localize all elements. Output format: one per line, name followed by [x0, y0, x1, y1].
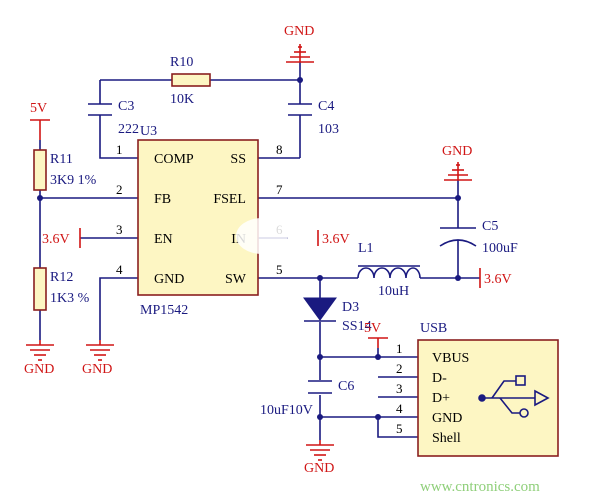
u3-pin2-num: 2 — [116, 182, 123, 197]
usb-pin1-num: 1 — [396, 341, 403, 356]
gnd-symbol-r12: GND — [24, 340, 54, 377]
usb-pin1-name: VBUS — [432, 351, 469, 366]
usb-pin4-name: GND — [432, 411, 462, 426]
u3-pin8-num: 8 — [276, 142, 283, 157]
gnd-label-top: GND — [284, 24, 314, 39]
gnd-symbol-c6: GND — [304, 440, 334, 476]
power-5v-r11: 5V — [30, 101, 50, 140]
u3-pin7-name: FSEL — [213, 192, 246, 207]
junction-dots — [37, 77, 461, 420]
diode-d3: D3 SS14 — [303, 297, 372, 334]
v36-out-label: 3.6V — [484, 272, 512, 287]
capacitor-c5: C5 100uF — [439, 219, 518, 256]
glare-overlay — [236, 218, 288, 254]
resistor-r10: R10 10K — [170, 55, 211, 107]
u3-part: MP1542 — [140, 303, 188, 318]
u3-pin2-name: FB — [154, 192, 171, 207]
gnd-symbol-c5: GND — [442, 144, 472, 181]
usb-logo-icon — [478, 375, 550, 418]
u3-pin4-name: GND — [154, 272, 184, 287]
usb-pin5-num: 5 — [396, 421, 403, 436]
gnd-label-u3: GND — [82, 362, 112, 377]
u3-pin7-num: 7 — [276, 182, 283, 197]
l1-ref: L1 — [358, 241, 374, 256]
v5-usb-label: 5V — [364, 321, 381, 336]
u3-pin3-num: 3 — [116, 222, 123, 237]
c5-value: 100uF — [482, 241, 518, 256]
u3-pin4-num: 4 — [116, 262, 123, 277]
power-5v-usb: 5V — [364, 321, 388, 348]
inductor-l1: L1 10uH — [357, 241, 421, 299]
u3-pin5-num: 5 — [276, 262, 283, 277]
r12-ref: R12 — [50, 270, 73, 285]
watermark-text: www.cntronics.com — [420, 479, 540, 495]
power-36v-out: 3.6V — [479, 268, 512, 288]
capacitor-c3: C3 222 — [88, 99, 139, 137]
resistor-r12: R12 1K3 % — [33, 267, 90, 311]
u3-pin5-name: SW — [225, 272, 247, 287]
power-36v-en: 3.6V — [42, 228, 81, 248]
r11-value: 3K9 1% — [50, 173, 97, 188]
v5-label: 5V — [30, 101, 47, 116]
power-36v-in: 3.6V — [317, 230, 350, 247]
u3-pin8-name: SS — [230, 152, 246, 167]
capacitor-c4: C4 103 — [288, 99, 339, 137]
d3-value: SS14 — [342, 319, 372, 334]
ic-u3: U3 MP1542 1 2 3 4 COMP FB EN GND 8 7 6 5… — [116, 124, 283, 318]
u3-ref: U3 — [140, 124, 157, 139]
c3-ref: C3 — [118, 99, 134, 114]
gnd-symbol-u3: GND — [82, 340, 114, 377]
c6-ref: C6 — [338, 379, 354, 394]
usb-pin2-name: D- — [432, 371, 447, 386]
c3-value: 222 — [118, 122, 139, 137]
gnd-label-c5: GND — [442, 144, 472, 159]
c4-ref: C4 — [318, 99, 334, 114]
c5-ref: C5 — [482, 219, 498, 234]
gnd-label-c6: GND — [304, 461, 334, 476]
u3-pin1-num: 1 — [116, 142, 123, 157]
gnd-symbol-top: GND — [284, 24, 314, 63]
usb-pin3-num: 3 — [396, 381, 403, 396]
r10-value: 10K — [170, 92, 194, 107]
usb-ref: USB — [420, 321, 447, 336]
l1-value: 10uH — [378, 284, 409, 299]
capacitor-c6: C6 10uF10V — [260, 379, 354, 418]
r12-value: 1K3 % — [50, 291, 90, 306]
r10-ref: R10 — [170, 55, 193, 70]
usb-pin4-num: 4 — [396, 401, 403, 416]
c6-value: 10uF10V — [260, 403, 313, 418]
r11-ref: R11 — [50, 152, 73, 167]
usb-pin3-name: D+ — [432, 391, 450, 406]
resistor-r11: R11 3K9 1% — [33, 149, 97, 191]
usb-pin5-name: Shell — [432, 431, 461, 446]
u3-pin1-name: COMP — [154, 152, 194, 167]
v36-en-label: 3.6V — [42, 232, 70, 247]
usb-connector: USB 1 2 3 4 5 VBUS D- D+ GND Shell — [396, 321, 559, 457]
usb-pin2-num: 2 — [396, 361, 403, 376]
wires — [39, 62, 480, 440]
gnd-label-r12: GND — [24, 362, 54, 377]
v36-in-label: 3.6V — [322, 232, 350, 247]
d3-ref: D3 — [342, 300, 359, 315]
u3-pin3-name: EN — [154, 232, 173, 247]
c4-value: 103 — [318, 122, 339, 137]
